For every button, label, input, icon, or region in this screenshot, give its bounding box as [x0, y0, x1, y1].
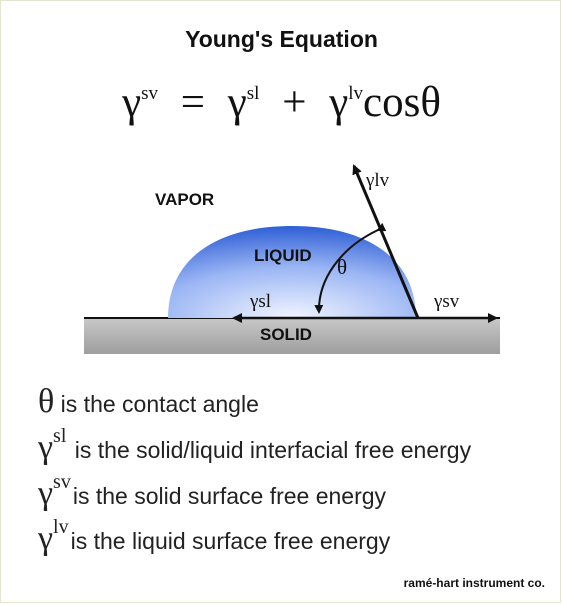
legend-row-gamma-sl: γsl is the solid/liquid interfacial free…	[38, 425, 471, 467]
contact-angle-diagram	[84, 164, 500, 354]
youngs-equation: γsv = γsl + γlvcosθ	[0, 78, 563, 127]
solid-substrate	[84, 318, 500, 354]
gamma-sl-label: γsl	[250, 291, 272, 312]
eq-equals: =	[180, 79, 205, 126]
solid-label: SOLID	[260, 325, 312, 344]
legend-row-theta: θ is the contact angle	[38, 383, 259, 421]
legend-symbol: θ	[38, 383, 55, 420]
legend-symbol: γ	[38, 475, 54, 512]
liquid-droplet	[168, 226, 416, 318]
eq-sup-sl: sl	[246, 83, 260, 104]
eq-cos-theta: cosθ	[363, 79, 441, 126]
eq-plus: +	[282, 79, 307, 126]
contact-angle-arc	[314, 222, 387, 314]
legend-symbol: γ	[38, 429, 54, 466]
eq-gamma-1: γ	[122, 79, 142, 126]
eq-sup-sv: sv	[141, 83, 158, 104]
vapor-label: VAPOR	[155, 190, 215, 209]
legend-sup: sv	[53, 471, 71, 493]
legend-symbol: γ	[38, 520, 54, 557]
legend-row-gamma-sv: γsvis the solid surface free energy	[38, 471, 386, 513]
legend-text: is the solid surface free energy	[72, 483, 387, 509]
eq-gamma-2: γ	[227, 79, 247, 126]
theta-label: θ	[337, 255, 348, 279]
eq-sup-lv: lv	[348, 83, 364, 104]
liquid-label: LIQUID	[254, 246, 312, 265]
legend-text: is the contact angle	[54, 391, 259, 417]
gamma-sv-label: γsv	[434, 291, 460, 312]
eq-gamma-3: γ	[329, 79, 349, 126]
legend-sup: sl	[53, 425, 67, 447]
gamma-lv-label: γlv	[366, 170, 390, 191]
legend-text: is the liquid surface free energy	[70, 528, 391, 554]
legend-text: is the solid/liquid interfacial free ene…	[68, 437, 472, 463]
legend-row-gamma-lv: γlvis the liquid surface free energy	[38, 516, 390, 558]
credit-line: ramé-hart instrument co.	[403, 576, 545, 590]
diagram-title: Young's Equation	[185, 26, 378, 52]
legend-sup: lv	[53, 516, 69, 538]
